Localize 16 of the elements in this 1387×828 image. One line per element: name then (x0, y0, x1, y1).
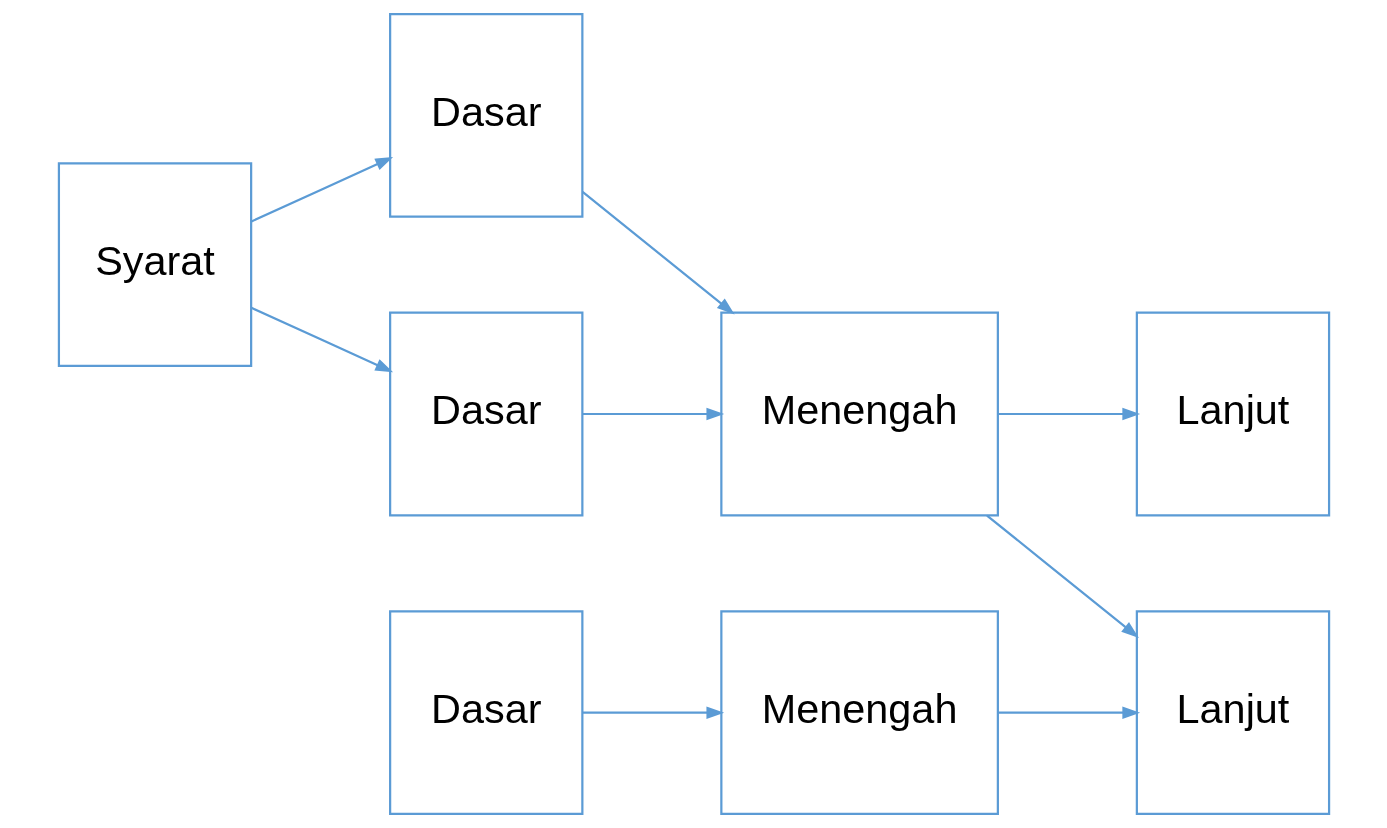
arrow (582, 407, 724, 421)
arrow (250, 157, 393, 223)
arrow (250, 306, 393, 373)
node-box: Menengah (719, 311, 999, 517)
arrow (581, 191, 735, 315)
node-box: Lanjut (1135, 610, 1330, 816)
arrow (985, 514, 1139, 639)
node-box: Dasar (388, 12, 583, 218)
node-box: Menengah (719, 610, 999, 816)
arrow (582, 706, 724, 719)
node-box: Syarat (57, 162, 252, 368)
arrow (997, 407, 1140, 421)
node-box: Dasar (388, 610, 583, 816)
node-box: Dasar (388, 311, 583, 517)
arrow (997, 706, 1140, 719)
node-box: Lanjut (1135, 311, 1330, 517)
